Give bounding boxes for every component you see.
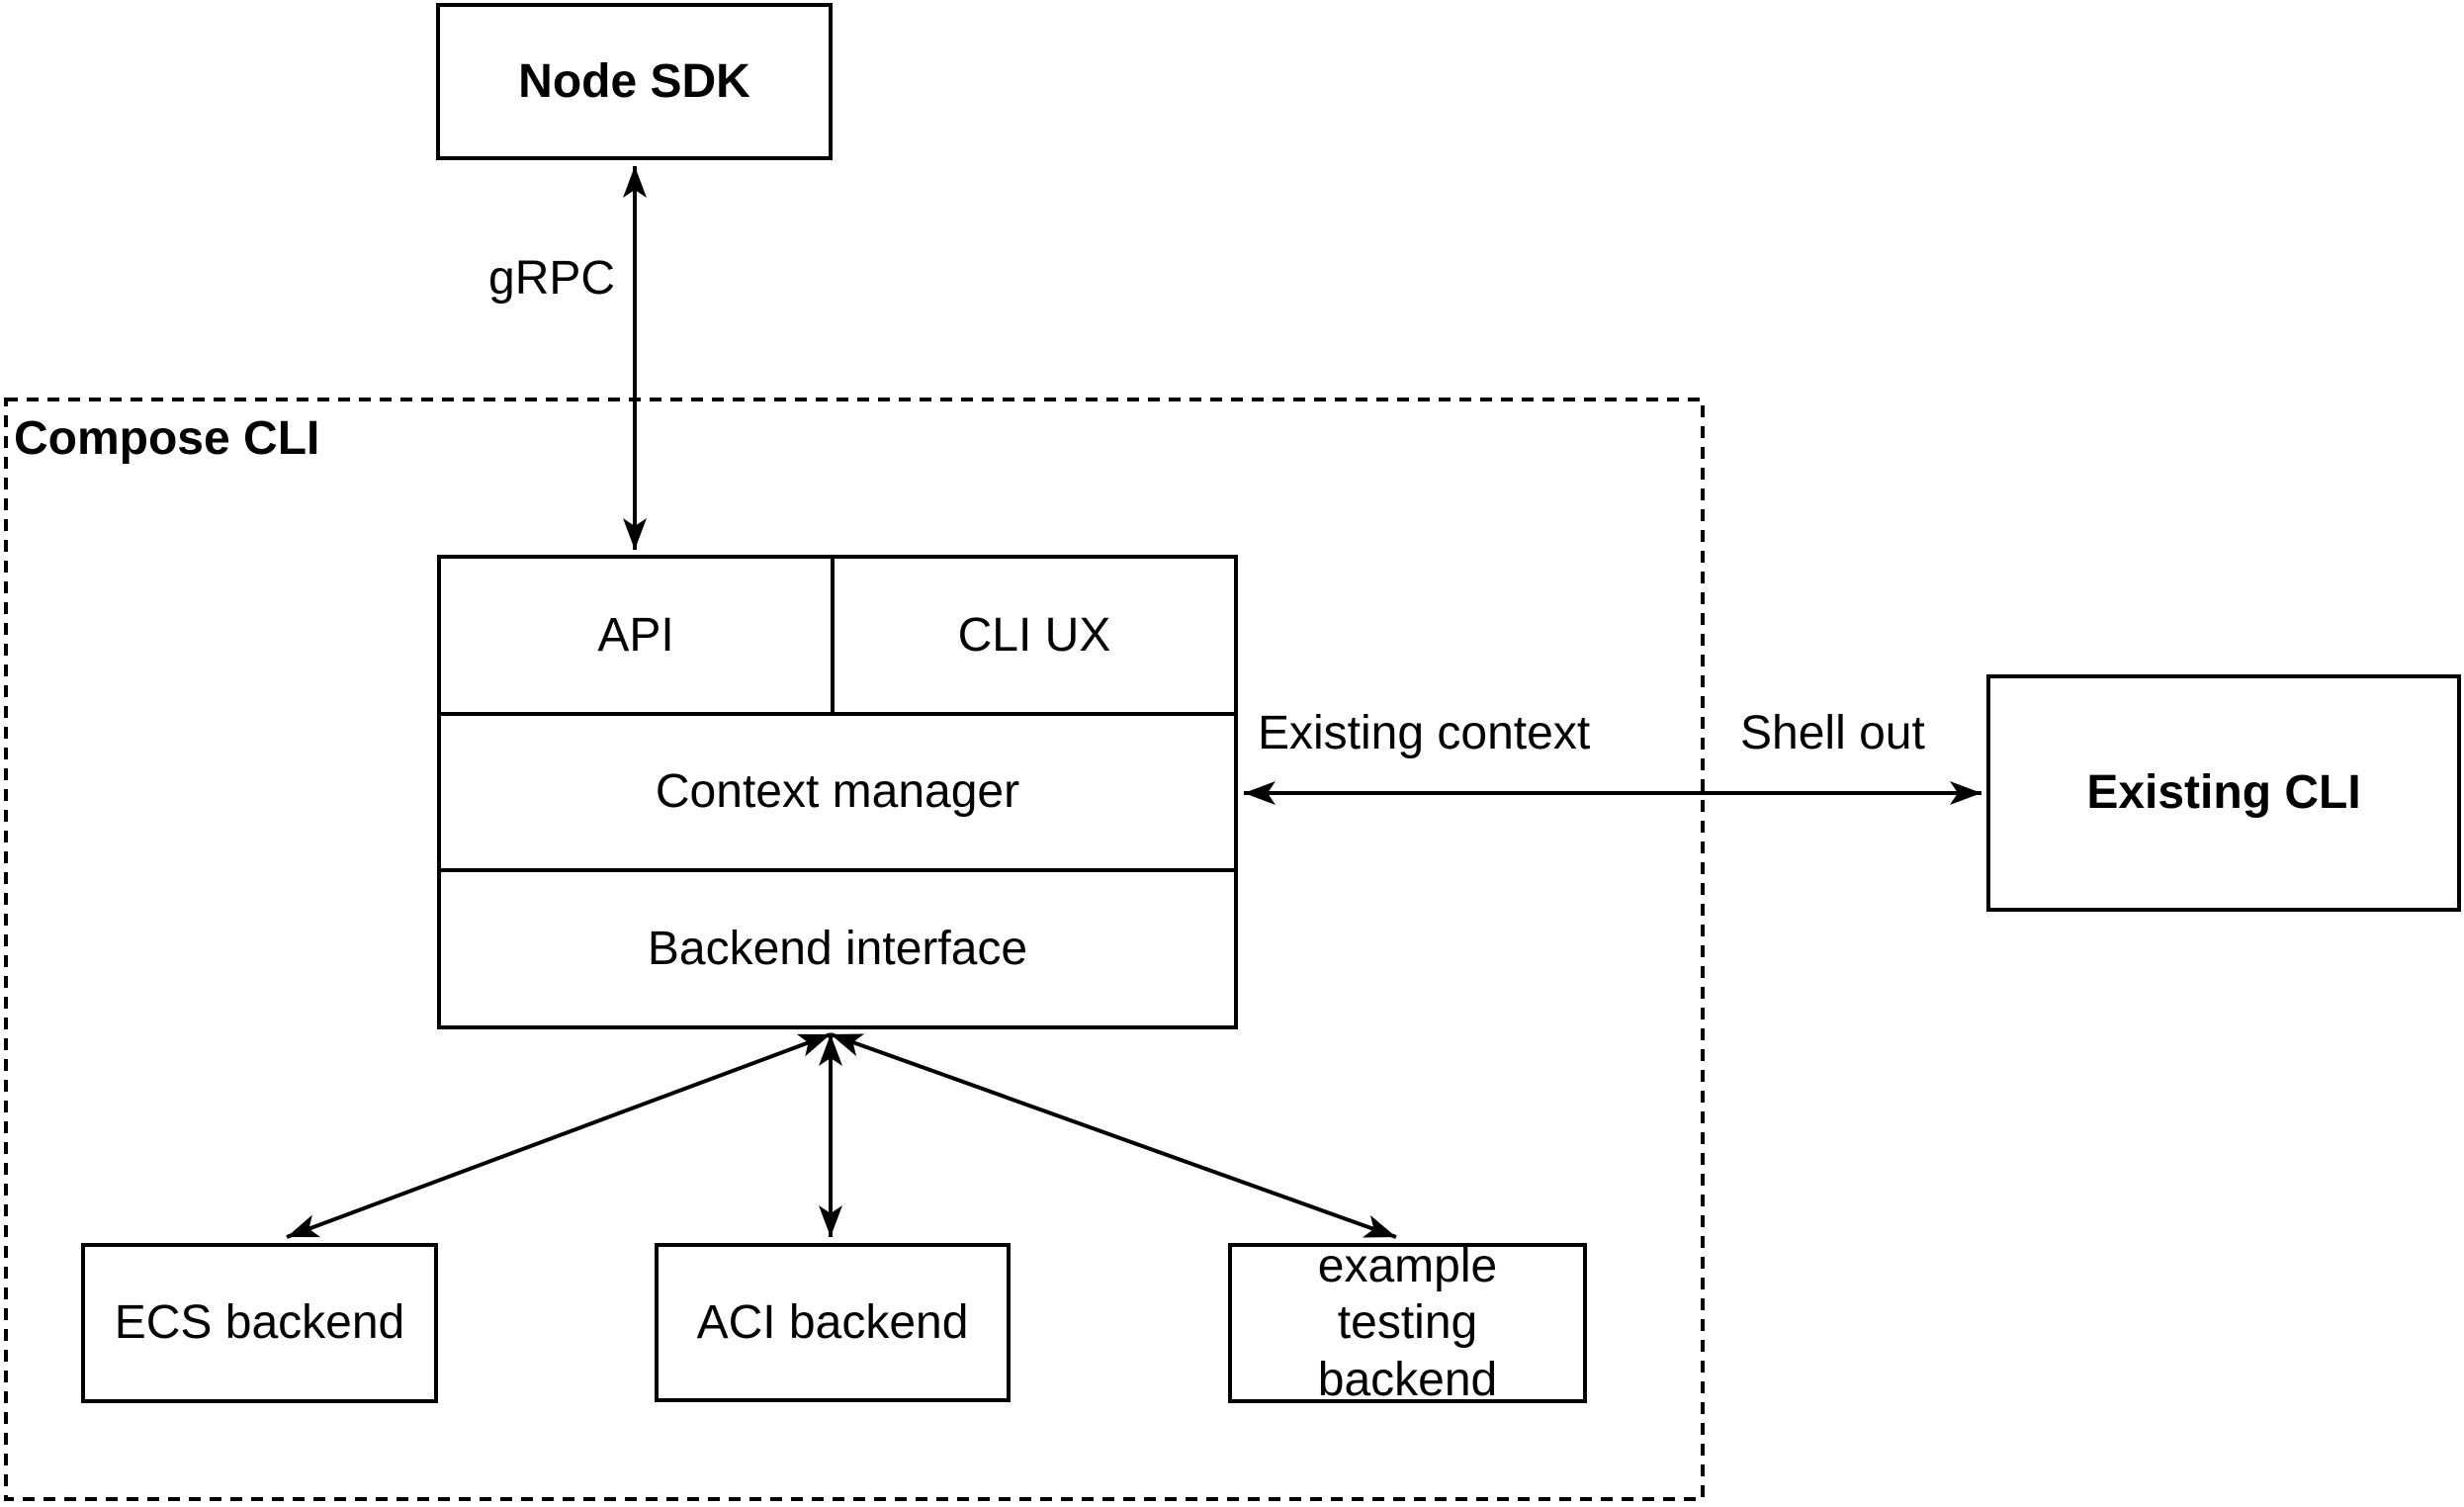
aci-backend-box: ACI backend [655,1243,1011,1402]
ecs-backend-box: ECS backend [81,1243,438,1403]
backend-fan-arrow-left [286,1032,832,1239]
context-manager-label: Context manager [655,765,1020,819]
node-backend-interface: Backend interface [441,868,1234,1025]
grpc-edge-label: gRPC [488,252,616,305]
backend-fan-arrow-right [830,1032,1397,1239]
node-context-manager: Context manager [441,711,1234,869]
node-api: API [441,559,835,712]
example-testing-backend-label: example testing backend [1317,1239,1498,1406]
example-testing-backend-box: example testing backend [1228,1240,1587,1406]
compose-cli-core-box: API CLI UX Context manager Backend inter… [437,555,1238,1029]
backend-interface-label: Backend interface [647,922,1028,975]
compose-cli-container-border [4,398,1705,1501]
node-sdk-label: Node SDK [518,54,750,108]
existing-cli-label: Existing CLI [2086,766,2361,820]
shell-out-edge-label: Shell out [1740,707,1925,759]
ecs-backend-label: ECS backend [114,1296,405,1350]
aci-backend-label: ACI backend [696,1295,969,1349]
node-cli-ux: CLI UX [835,559,1234,712]
node-sdk-box: Node SDK [436,3,833,160]
compose-cli-container-label: Compose CLI [14,412,320,465]
api-label: API [597,608,674,662]
cli-ux-label: CLI UX [957,608,1111,662]
existing-cli-box: Existing CLI [1986,674,2461,912]
existing-context-edge-label: Existing context [1258,707,1591,759]
